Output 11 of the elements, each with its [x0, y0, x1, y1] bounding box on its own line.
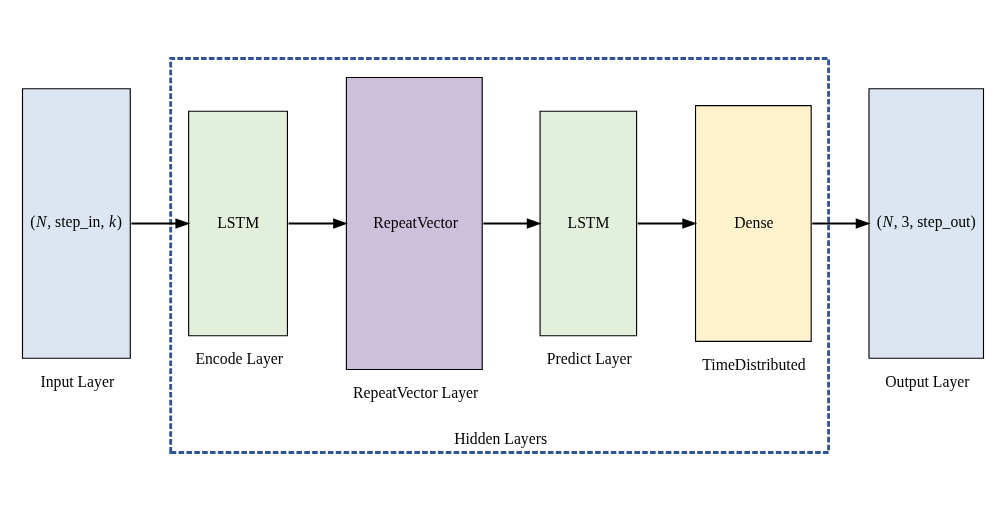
arrow — [287, 217, 348, 229]
node-label: Encode Layer — [195, 349, 284, 367]
node-label: Output Layer — [885, 372, 970, 390]
arrow — [811, 217, 871, 229]
arrow — [130, 217, 191, 229]
arrow — [482, 217, 542, 229]
node-label: Predict Layer — [546, 349, 632, 367]
node-label: RepeatVector Layer — [353, 383, 479, 401]
arrow — [636, 217, 698, 229]
node-label: TimeDistributed — [702, 355, 806, 373]
node-label: Input Layer — [40, 372, 115, 390]
